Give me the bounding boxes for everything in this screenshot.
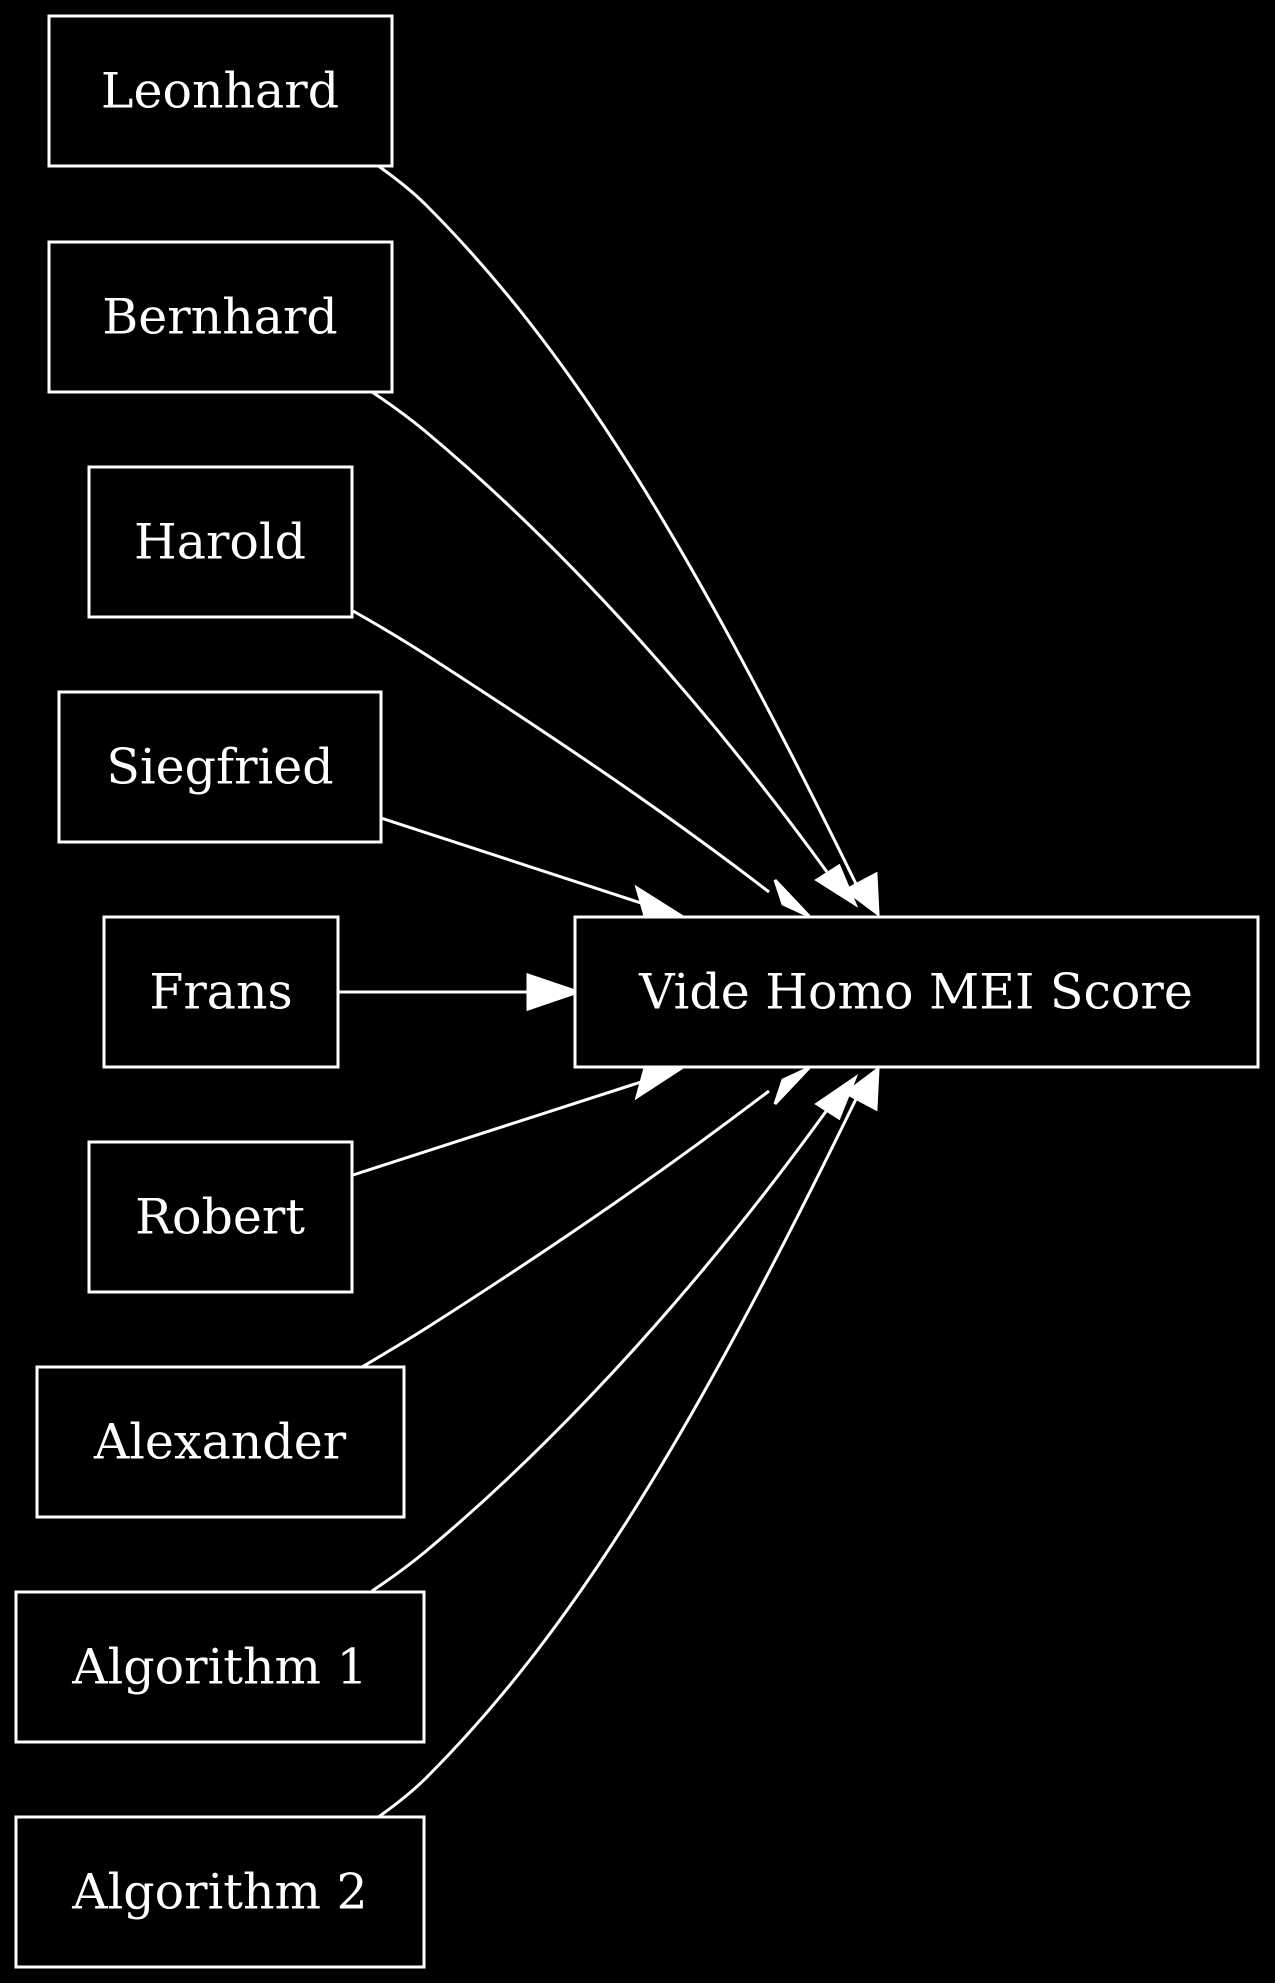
edge-siegfried-to-score: [380, 816, 689, 919]
node-alexander: Alexander: [35, 1365, 406, 1519]
node-frans: Frans: [102, 915, 340, 1069]
node-harold: Harold: [87, 465, 354, 619]
node-label-harold: Harold: [134, 514, 306, 571]
node-label-frans: Frans: [149, 964, 292, 1021]
node-vide-homo-mei-score: Vide Homo MEI Score: [573, 915, 1260, 1069]
node-label-leonhard: Leonhard: [101, 63, 339, 120]
node-label-siegfried: Siegfried: [106, 739, 333, 796]
node-label-algorithm2: Algorithm 2: [71, 1864, 367, 1921]
node-label-score: Vide Homo MEI Score: [638, 964, 1193, 1021]
node-algorithm-2: Algorithm 2: [14, 1815, 426, 1969]
node-label-alexander: Alexander: [93, 1414, 347, 1471]
edge-algorithm1-to-score: [371, 1073, 859, 1593]
node-algorithm-1: Algorithm 1: [14, 1590, 426, 1744]
edge-bernhard-to-score: [371, 390, 859, 908]
edge-frans-to-score: [338, 972, 583, 1012]
edge-harold-to-score: [352, 609, 811, 918]
node-siegfried: Siegfried: [57, 690, 383, 844]
edge-alexander-to-score: [361, 1066, 811, 1369]
node-label-bernhard: Bernhard: [102, 289, 338, 346]
node-label-algorithm1: Algorithm 1: [71, 1639, 367, 1696]
edge-robert-to-score: [352, 1065, 689, 1177]
edge-leonhard-to-score: [376, 163, 880, 918]
node-bernhard: Bernhard: [47, 240, 394, 394]
node-leonhard: Leonhard: [47, 14, 394, 168]
node-label-robert: Robert: [135, 1189, 305, 1246]
edge-algorithm2-to-score: [376, 1065, 880, 1820]
node-robert: Robert: [87, 1140, 354, 1294]
edges: [338, 163, 880, 1820]
